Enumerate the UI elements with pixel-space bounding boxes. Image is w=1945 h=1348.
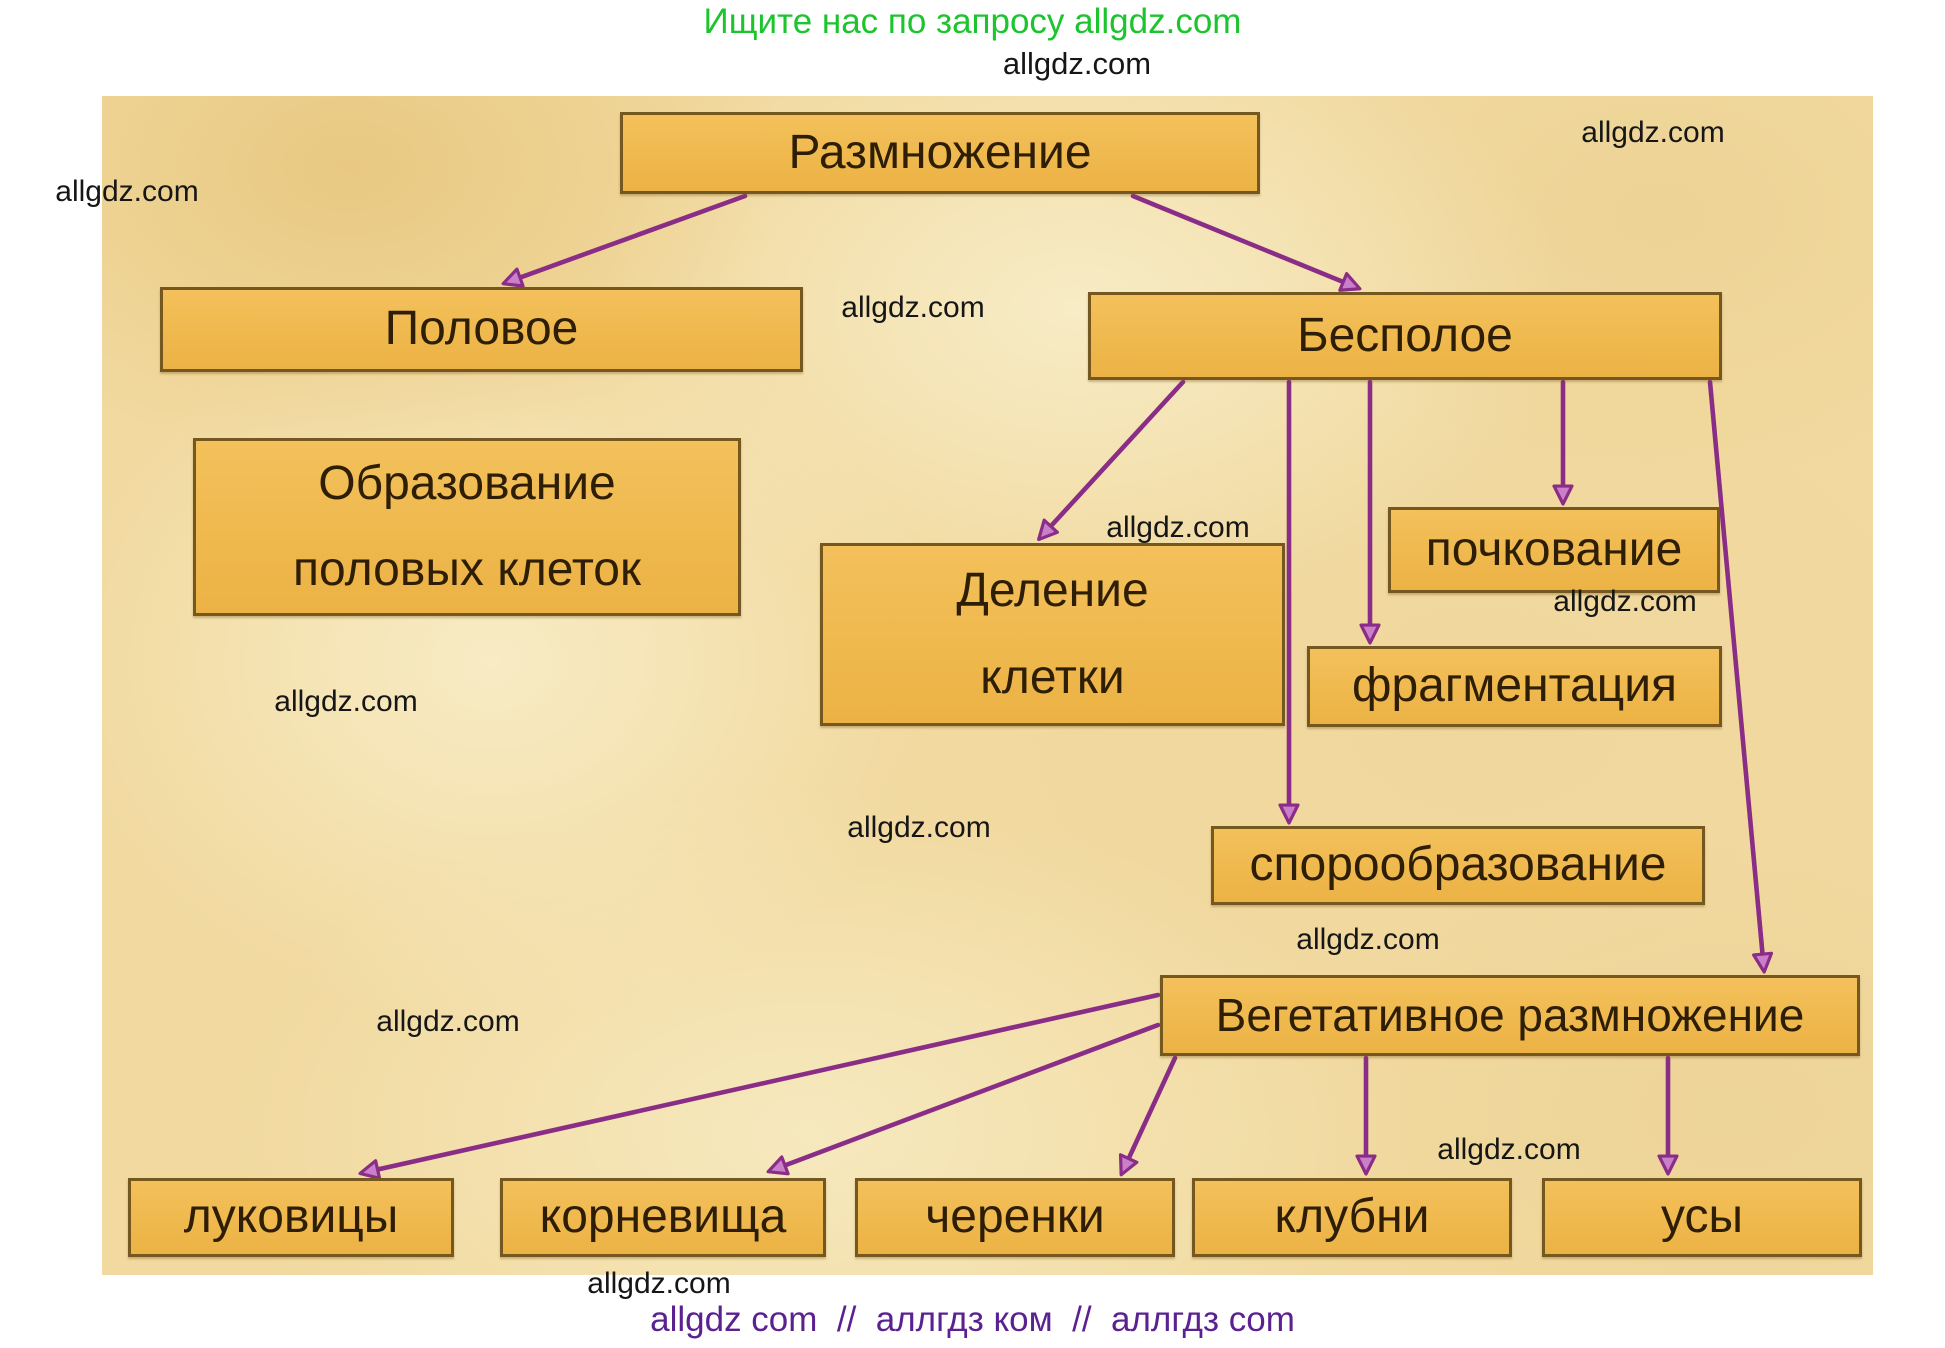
box-label-line: половых клеток — [293, 543, 641, 596]
box-label-line: Образование — [318, 456, 616, 510]
box-label-line: усы — [1661, 1190, 1743, 1244]
box-label-line: Вегетативное размножение — [1215, 989, 1805, 1042]
watermark-top: allgdz.com — [1002, 46, 1152, 81]
box-label-line: Деление — [956, 564, 1149, 618]
box-label-line: клубни — [1274, 1190, 1430, 1244]
footer-watermark-text: allgdz com // аллгдз ком // аллгдз com — [650, 1300, 1295, 1339]
watermark-allgdz: allgdz.com — [1106, 511, 1250, 544]
watermark-allgdz: allgdz.com — [1553, 585, 1697, 618]
box-label-line: клетки — [980, 650, 1125, 704]
watermark-allgdz: allgdz.com — [847, 811, 991, 844]
watermark-allgdz: allgdz.com — [376, 1005, 520, 1038]
watermark-allgdz: allgdz.com — [1581, 116, 1725, 149]
diagram-box-obrazovanie-polovyh-kletok: Образование половых клеток — [193, 438, 741, 616]
diagram-box-cherenki: черенки — [855, 1178, 1175, 1257]
box-label-line: Бесполое — [1297, 308, 1513, 362]
box-label-line: корневища — [539, 1190, 787, 1244]
watermark-allgdz: allgdz.com — [587, 1267, 731, 1300]
box-label-line: Половое — [384, 302, 579, 356]
box-label-line: луковицы — [183, 1190, 399, 1244]
watermark-allgdz: allgdz.com — [55, 175, 199, 208]
watermark-allgdz: allgdz.com — [274, 685, 418, 718]
watermark-allgdz: allgdz.com — [1296, 923, 1440, 956]
diagram-box-bespoloe: Бесполое — [1088, 292, 1722, 380]
diagram-box-kornevishcha: корневища — [500, 1178, 826, 1257]
watermark-allgdz: allgdz.com — [841, 291, 985, 324]
diagram-box-delenie-kletki: Деление клетки — [820, 543, 1285, 726]
box-label-line: спорообразование — [1249, 838, 1667, 892]
box-label-line: черенки — [925, 1190, 1105, 1244]
diagram-box-polovoe: Половое — [160, 287, 803, 372]
diagram-box-fragmentaciya: фрагментация — [1307, 646, 1722, 727]
promo-search-text: Ищите нас по запросу allgdz.com — [703, 2, 1242, 41]
box-label-line: почкование — [1425, 522, 1683, 576]
diagram-box-usy: усы — [1542, 1178, 1862, 1257]
diagram-box-pochkovanie: почкование — [1388, 507, 1720, 593]
diagram-box-razmnozhenie: Размножение — [620, 112, 1260, 194]
diagram-box-vegetativnoe-razmnozhenie: Вегетативное размножение — [1160, 975, 1860, 1056]
diagram-box-lukovicy: луковицы — [128, 1178, 454, 1257]
box-label-line: Размножение — [788, 125, 1092, 179]
diagram-box-sporoobrazovanie: спорообразование — [1211, 826, 1705, 905]
diagram-box-klubni: клубни — [1192, 1178, 1512, 1257]
box-label-line: фрагментация — [1351, 659, 1678, 713]
watermark-allgdz: allgdz.com — [1437, 1133, 1581, 1166]
